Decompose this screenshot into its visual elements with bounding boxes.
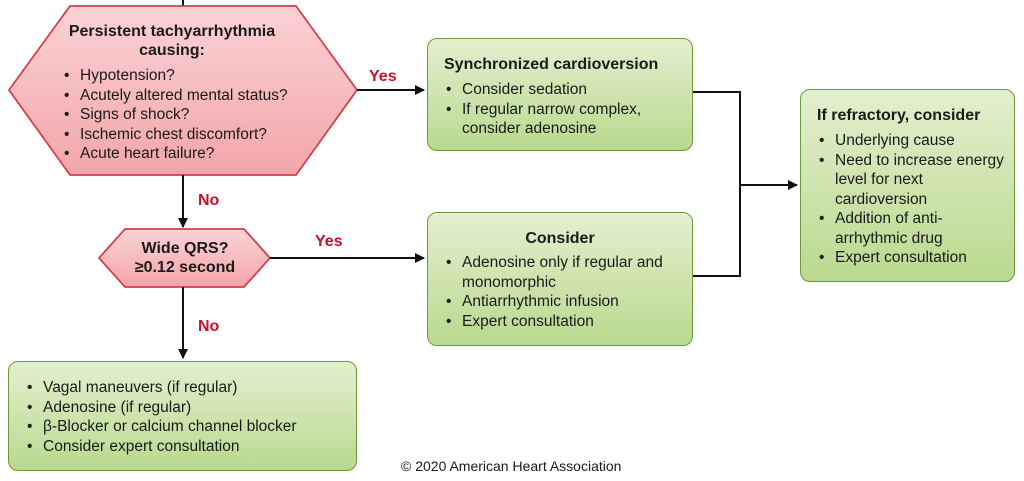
decision2-node: Wide QRS? ≥0.12 second: [115, 239, 255, 277]
decision1-item: Acute heart failure?: [62, 144, 332, 164]
narrow-complex-item: Adenosine (if regular): [25, 398, 346, 418]
refractory-item: Addition of anti-arrhythmic drug: [817, 209, 1006, 248]
consider-item: Adenosine only if regular and monomorphi…: [444, 253, 682, 292]
narrow-complex-item: β-Blocker or calcium channel blocker: [25, 417, 346, 437]
decision2-line1: Wide QRS?: [141, 240, 229, 257]
refractory-item: Need to increase energy level for next c…: [817, 151, 1006, 210]
yes2-label: Yes: [315, 233, 343, 250]
refractory-box: If refractory, consider Underlying cause…: [800, 89, 1015, 282]
refractory-list: Underlying cause Need to increase energy…: [817, 131, 1006, 268]
narrow-complex-item: Vagal maneuvers (if regular): [25, 378, 346, 398]
decision1-node: Persistent tachyarrhythmia causing: Hypo…: [62, 22, 332, 164]
refractory-item: Underlying cause: [817, 131, 1006, 151]
decision2-shape: [97, 228, 272, 288]
narrow-complex-list: Vagal maneuvers (if regular) Adenosine (…: [25, 378, 346, 456]
decision1-item: Ischemic chest discomfort?: [62, 125, 332, 145]
consider-list: Adenosine only if regular and monomorphi…: [444, 253, 682, 331]
cardioversion-title: Synchronized cardioversion: [444, 56, 659, 73]
consider-box: Consider Adenosine only if regular and m…: [427, 212, 693, 346]
cardioversion-item: If regular narrow complex, consider aden…: [444, 100, 682, 139]
copyright: © 2020 American Heart Association: [401, 458, 622, 474]
refractory-item: Expert consultation: [817, 248, 1006, 268]
merge-bracket: [693, 91, 741, 277]
decision1-item: Hypotension?: [62, 66, 332, 86]
consider-item: Expert consultation: [444, 312, 682, 332]
no1-label: No: [198, 192, 220, 209]
decision1-item: Acutely altered mental status?: [62, 86, 332, 106]
yes1-label: Yes: [369, 68, 397, 85]
refractory-title: If refractory, consider: [817, 107, 981, 124]
narrow-complex-item: Consider expert consultation: [25, 437, 346, 457]
consider-item: Antiarrhythmic infusion: [444, 292, 682, 312]
decision1-title: Persistent tachyarrhythmia causing:: [68, 23, 276, 59]
narrow-complex-box: Vagal maneuvers (if regular) Adenosine (…: [8, 361, 357, 471]
decision1-item: Signs of shock?: [62, 105, 332, 125]
decision2-line2: ≥0.12 second: [134, 259, 236, 276]
decision1-list: Hypotension? Acutely altered mental stat…: [62, 66, 332, 164]
consider-title: Consider: [525, 230, 595, 247]
cardioversion-box: Synchronized cardioversion Consider seda…: [427, 38, 693, 151]
cardioversion-list: Consider sedation If regular narrow comp…: [444, 80, 682, 139]
cardioversion-item: Consider sedation: [444, 80, 682, 100]
no2-label: No: [198, 318, 220, 335]
